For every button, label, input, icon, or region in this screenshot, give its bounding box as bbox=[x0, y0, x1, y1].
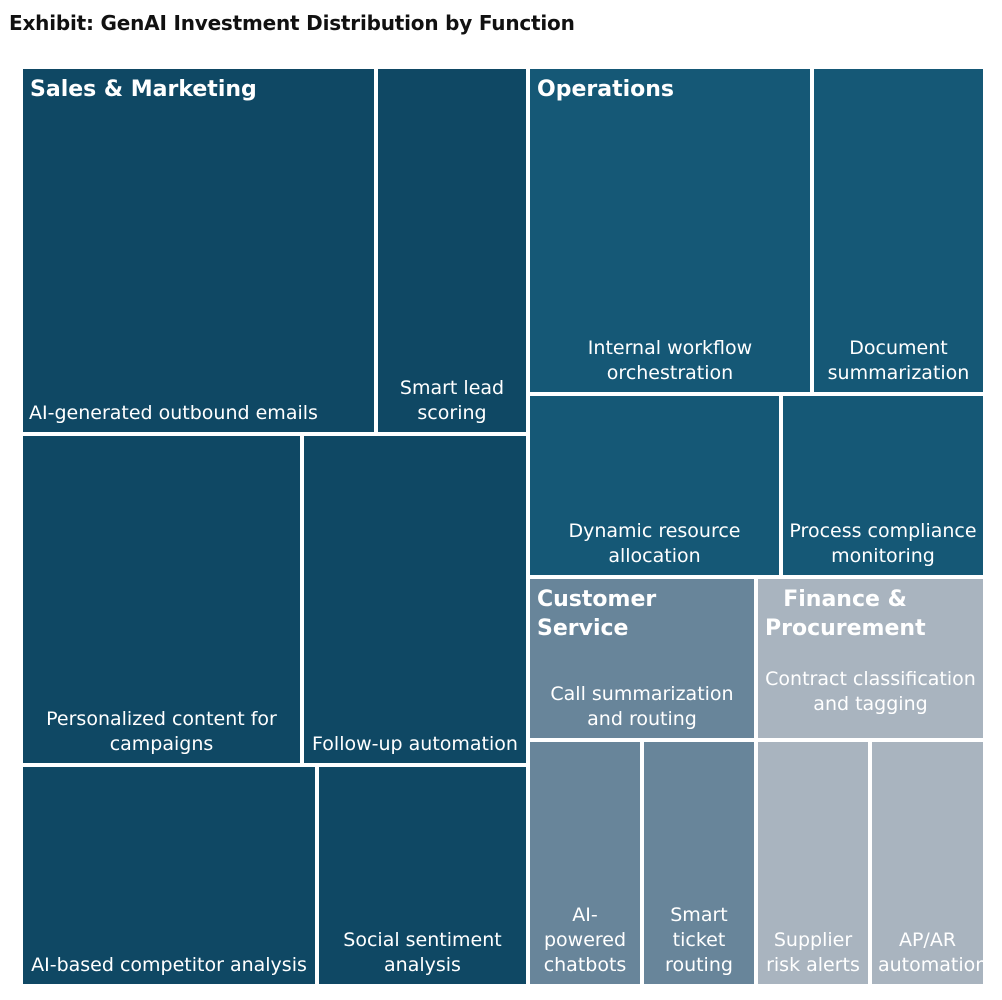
tile-label-call-summarization-and-routing: Call summarization and routing bbox=[550, 683, 734, 730]
tile-label-personalized-content-for-campaigns: Personalized content for campaigns bbox=[46, 708, 277, 755]
treemap-tile-supplier-risk-alerts: Supplier risk alerts bbox=[758, 742, 868, 984]
treemap-tile-smart-ticket-routing: Smart ticket routing bbox=[644, 742, 754, 984]
treemap-tile-document-summarization: Document summarization bbox=[814, 69, 983, 392]
group-label-finance-and-procurement: Finance & Procurement bbox=[765, 587, 926, 641]
tile-label-ai-generated-outbound-emails: AI-generated outbound emails bbox=[29, 402, 318, 424]
tile-label-ai-powered-chatbots: AI-powered chatbots bbox=[543, 904, 627, 976]
tile-label-supplier-risk-alerts: Supplier risk alerts bbox=[766, 929, 860, 976]
tile-label-ai-based-competitor-analysis: AI-based competitor analysis bbox=[31, 954, 307, 976]
tile-label-document-summarization: Document summarization bbox=[827, 337, 970, 384]
tile-label-smart-lead-scoring: Smart lead scoring bbox=[399, 377, 505, 424]
treemap-tile-personalized-content-for-campaigns: Personalized content for campaigns bbox=[23, 436, 300, 763]
treemap-tile-dynamic-resource-allocation: Dynamic resource allocation bbox=[530, 396, 779, 575]
tile-label-social-sentiment-analysis: Social sentiment analysis bbox=[343, 929, 502, 976]
group-label-customer-service: Customer Service bbox=[537, 587, 657, 641]
tile-label-dynamic-resource-allocation: Dynamic resource allocation bbox=[568, 520, 741, 567]
tile-label-internal-workflow-orchestration: Internal workflow orchestration bbox=[587, 337, 753, 384]
treemap-tile-ai-based-competitor-analysis: AI-based competitor analysis bbox=[23, 767, 315, 984]
group-label-operations: Operations bbox=[537, 77, 674, 102]
treemap-tile-process-compliance-monitoring: Process compliance monitoring bbox=[783, 396, 983, 575]
tile-label-process-compliance-monitoring: Process compliance monitoring bbox=[789, 520, 977, 567]
treemap-tile-ap-ar-automation: AP/AR automation bbox=[872, 742, 988, 984]
tile-label-contract-classification-and-tagging: Contract classification and tagging bbox=[765, 668, 976, 715]
treemap-tile-social-sentiment-analysis: Social sentiment analysis bbox=[319, 767, 526, 984]
treemap-tile-smart-lead-scoring: Smart lead scoring bbox=[378, 69, 526, 432]
chart-title: Exhibit: GenAI Investment Distribution b… bbox=[9, 11, 575, 35]
tile-label-smart-ticket-routing: Smart ticket routing bbox=[665, 904, 733, 976]
group-label-sales-and-marketing: Sales & Marketing bbox=[30, 77, 257, 102]
treemap-tile-follow-up-automation: Follow-up automation bbox=[304, 436, 526, 763]
tile-label-follow-up-automation: Follow-up automation bbox=[312, 733, 518, 755]
tile-label-ap-ar-automation: AP/AR automation bbox=[878, 929, 988, 976]
treemap-tile-ai-powered-chatbots: AI-powered chatbots bbox=[530, 742, 640, 984]
